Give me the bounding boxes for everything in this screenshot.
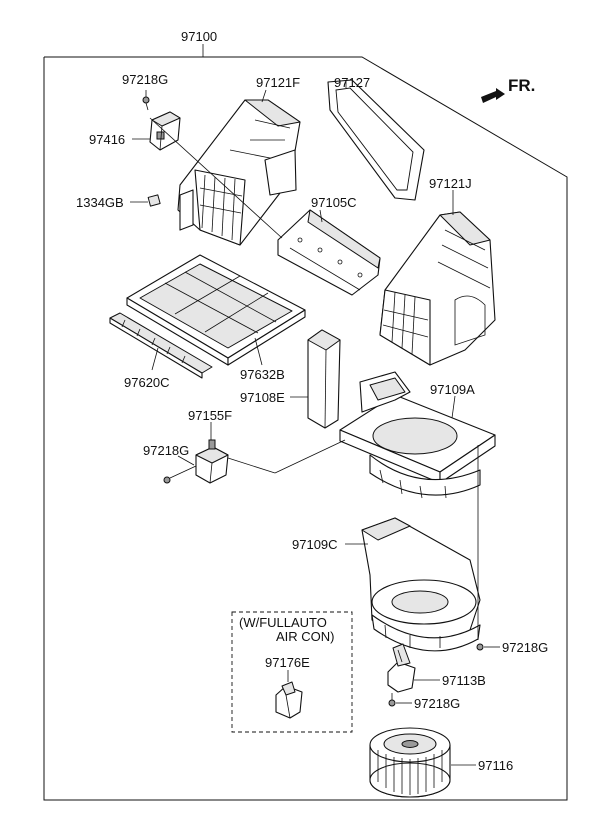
label-97109A: 97109A: [430, 382, 475, 397]
case-97109A: [339, 371, 496, 499]
option-box-line2: AIR CON): [276, 629, 335, 644]
label-97121F: 97121F: [256, 75, 300, 90]
front-direction-arrow-icon: [481, 88, 505, 103]
label-97218G-right: 97218G: [502, 640, 548, 655]
label-97155F: 97155F: [188, 408, 232, 423]
screw-97218G-bottom: [388, 693, 396, 707]
screw-97218G-right: [476, 643, 484, 651]
label-1334GB: 1334GB: [76, 195, 124, 210]
label-97108E: 97108E: [240, 390, 285, 405]
sensor-97176E: [275, 681, 303, 719]
label-97416: 97416: [89, 132, 125, 147]
label-97218G-top: 97218G: [122, 72, 168, 87]
filter-strip-97620C: [109, 312, 213, 379]
assembly-frame: [43, 44, 568, 801]
option-box-line1: (W/FULLAUTO: [239, 615, 327, 630]
assembly-number-label: 97100: [181, 29, 217, 44]
seal-97127: [327, 79, 425, 201]
actuator-97155F: [195, 439, 229, 484]
label-97127: 97127: [334, 75, 370, 90]
option-box-frame: [231, 611, 353, 733]
label-97116: 97116: [478, 758, 513, 773]
label-97218G-bottom: 97218G: [414, 696, 460, 711]
screw-97218G-top: [142, 96, 150, 111]
label-97121J: 97121J: [429, 176, 472, 191]
door-97105C: [277, 209, 381, 296]
front-direction-label: FR.: [508, 76, 535, 95]
label-97176E: 97176E: [265, 655, 310, 670]
label-97620C: 97620C: [124, 375, 170, 390]
screw-97218G-middle: [163, 465, 197, 484]
actuator-97416: [149, 111, 181, 151]
label-97105C: 97105C: [311, 195, 357, 210]
scroll-housing-97109C: [361, 517, 481, 652]
clip-1334GB: [147, 194, 161, 207]
duct-97121F: [177, 99, 301, 246]
seal-97108E: [307, 329, 341, 429]
label-97113B: 97113B: [442, 673, 486, 688]
label-97218G-middle: 97218G: [143, 443, 189, 458]
filter-97632B: [126, 254, 306, 366]
label-97632B: 97632B: [240, 367, 285, 382]
label-97109C: 97109C: [292, 537, 338, 552]
resistor-97113B: [387, 643, 416, 693]
duct-97121J: [379, 211, 496, 366]
blower-motor-97116: [369, 727, 451, 798]
